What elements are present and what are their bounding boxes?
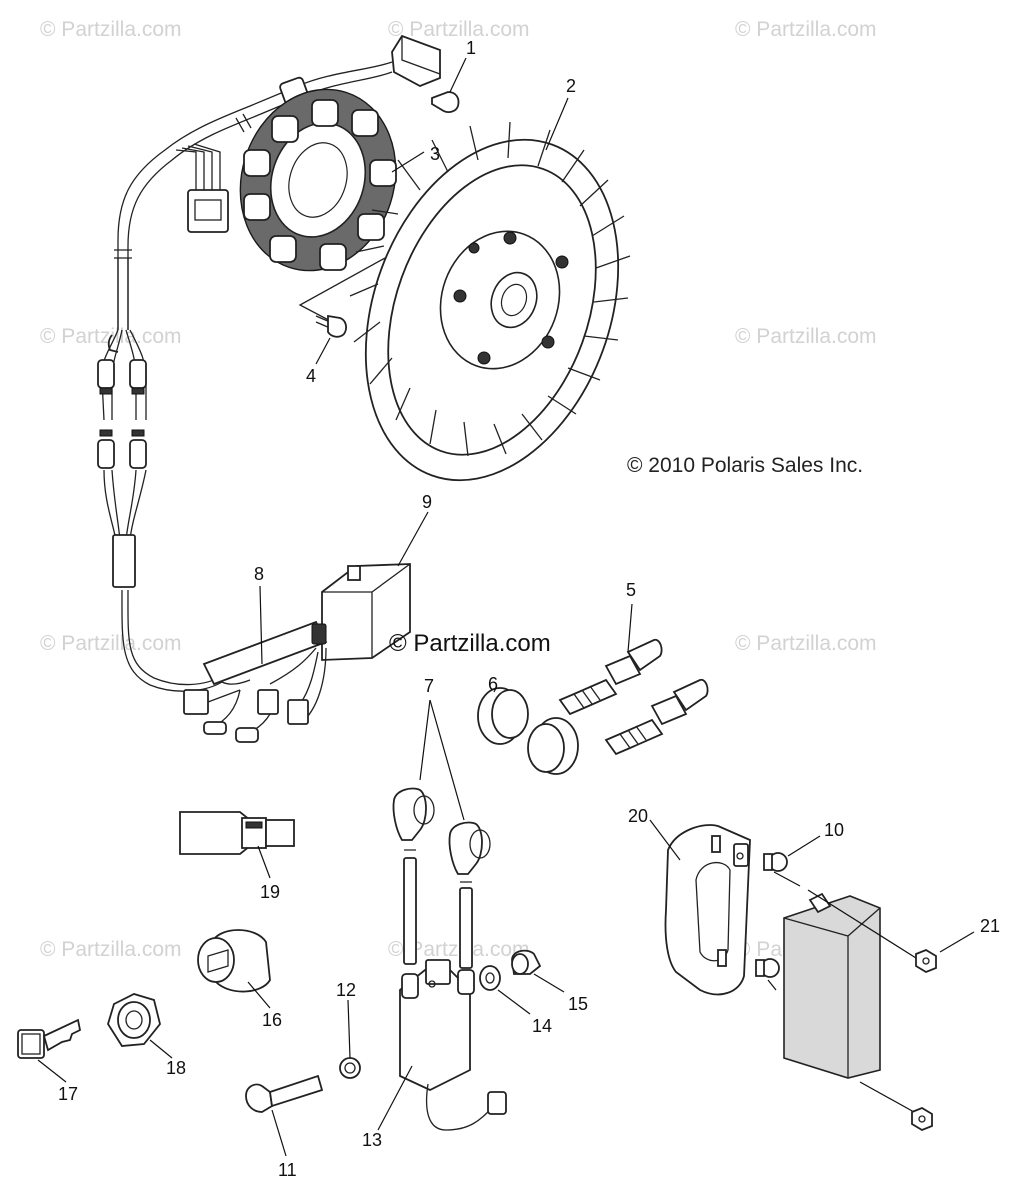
callout-6: 6 bbox=[488, 674, 498, 694]
voltage-regulator bbox=[783, 889, 917, 1113]
regulator-bolt bbox=[755, 852, 801, 991]
callout-10: 10 bbox=[824, 820, 844, 840]
callout-1: 1 bbox=[466, 38, 476, 58]
callout-8: 8 bbox=[254, 564, 264, 584]
callout-13: 13 bbox=[362, 1130, 382, 1150]
watermark: © Partzilla.com bbox=[735, 325, 877, 348]
regulator-nut bbox=[911, 948, 937, 1132]
flywheel bbox=[349, 121, 631, 482]
ignition-key bbox=[17, 1018, 82, 1059]
plug-cap bbox=[392, 787, 491, 969]
callout-11: 11 bbox=[278, 1160, 297, 1180]
ignition-coil bbox=[399, 959, 507, 1131]
ignition-switch bbox=[197, 929, 271, 993]
center-watermark: © Partzilla.com bbox=[389, 630, 551, 657]
callout-18: 18 bbox=[166, 1058, 186, 1078]
callout-numbers: 1 2 3 4 5 6 7 8 9 10 11 12 13 14 15 16 1… bbox=[58, 38, 1000, 1180]
switch-nut bbox=[107, 993, 161, 1047]
callout-5: 5 bbox=[626, 580, 636, 600]
stator-plug bbox=[391, 34, 460, 113]
callout-19: 19 bbox=[260, 882, 280, 902]
callout-15: 15 bbox=[568, 994, 588, 1014]
callout-16: 16 bbox=[262, 1010, 282, 1030]
callout-20: 20 bbox=[628, 806, 648, 826]
watermark: © Partzilla.com bbox=[388, 18, 530, 41]
watermark: © Partzilla.com bbox=[388, 938, 530, 961]
watermark: © Partzilla.com bbox=[40, 632, 182, 655]
cdi-harness bbox=[183, 620, 328, 743]
connector bbox=[179, 811, 295, 855]
mounting-bracket bbox=[664, 824, 751, 996]
leader-lines bbox=[37, 57, 975, 1157]
lock-washer bbox=[339, 1057, 361, 1079]
stator bbox=[239, 88, 397, 326]
watermark: © Partzilla.com bbox=[735, 18, 877, 41]
callout-9: 9 bbox=[422, 492, 432, 512]
cdi-box bbox=[321, 563, 411, 661]
watermark: © Partzilla.com bbox=[40, 18, 182, 41]
callout-14: 14 bbox=[532, 1016, 552, 1036]
spark-plug bbox=[558, 638, 663, 716]
callout-21: 21 bbox=[980, 916, 1000, 936]
stator-bolt bbox=[315, 314, 347, 338]
copyright-notice: © 2010 Polaris Sales Inc. bbox=[627, 454, 864, 477]
spacer bbox=[479, 949, 542, 991]
plug-boot bbox=[477, 687, 579, 775]
watermark: © Partzilla.com bbox=[735, 632, 877, 655]
callout-4: 4 bbox=[306, 366, 316, 386]
callout-3: 3 bbox=[430, 144, 440, 164]
callout-12: 12 bbox=[336, 980, 356, 1000]
coil-bolt bbox=[245, 1074, 324, 1113]
callout-7: 7 bbox=[424, 676, 434, 696]
spark-plug bbox=[604, 678, 709, 756]
callout-2: 2 bbox=[566, 76, 576, 96]
callout-17: 17 bbox=[58, 1084, 78, 1104]
watermark: © Partzilla.com bbox=[40, 938, 182, 961]
